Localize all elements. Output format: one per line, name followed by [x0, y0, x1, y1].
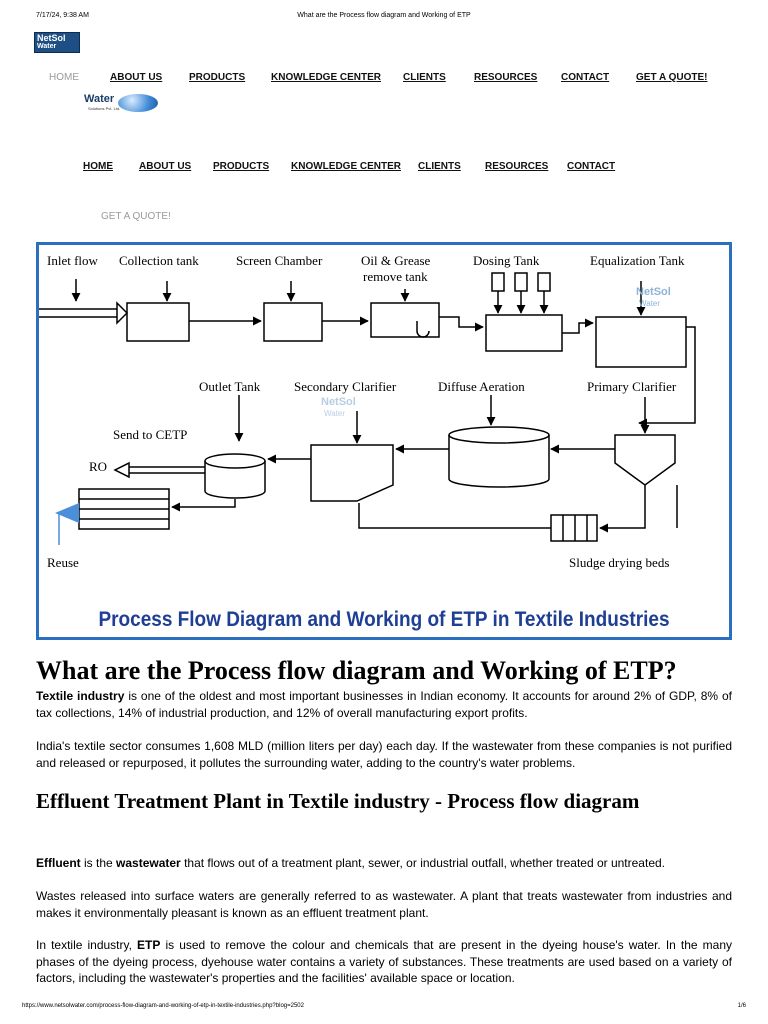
watermark-1b: Water: [639, 299, 660, 308]
p3-mid: is the: [80, 856, 117, 870]
bold-textile-industry: Textile industry: [36, 689, 125, 703]
print-url: https://www.netsolwater.com/process-flow…: [22, 1003, 304, 1009]
label-diffuse: Diffuse Aeration: [438, 379, 525, 394]
label-oil-1: Oil & Grease: [361, 253, 431, 268]
nav2-knowledge-center[interactable]: KNOWLEDGE CENTER: [291, 161, 401, 172]
netsol-logo[interactable]: NetSol Water: [34, 32, 80, 53]
logo-line1: NetSol: [37, 33, 66, 43]
article-paragraph-5: In textile industry, ETP is used to remo…: [36, 937, 732, 987]
label-ro: RO: [89, 459, 107, 474]
article-title: What are the Process flow diagram and Wo…: [36, 656, 677, 685]
reuse-arrow-icon: [55, 503, 79, 523]
p3-text: that flows out of a treatment plant, sew…: [180, 856, 665, 870]
label-primary: Primary Clarifier: [587, 379, 677, 394]
diagram-svg: NetSol Water NetSol Water Inlet flow Col…: [39, 253, 696, 631]
nav2-clients[interactable]: CLIENTS: [418, 161, 461, 172]
article-paragraph-1: Textile industry is one of the oldest an…: [36, 688, 732, 721]
watermark-2b: Water: [324, 409, 345, 418]
label-cetp: Send to CETP: [113, 427, 187, 442]
watermark-1: NetSol: [636, 286, 671, 298]
water-drop-icon: [118, 94, 158, 112]
dosing-tank-shape: [485, 314, 563, 352]
watermark-2: NetSol: [321, 396, 356, 408]
bold-etp: ETP: [137, 938, 161, 952]
print-title: What are the Process flow diagram and Wo…: [297, 12, 471, 19]
nav-home[interactable]: HOME: [49, 72, 79, 83]
label-outlet: Outlet Tank: [199, 379, 261, 394]
bold-wastewater: wastewater: [116, 856, 181, 870]
label-dosing: Dosing Tank: [473, 253, 540, 268]
nav2-resources[interactable]: RESOURCES: [485, 161, 549, 172]
label-reuse: Reuse: [47, 555, 79, 570]
nav-contact[interactable]: CONTACT: [561, 72, 610, 83]
label-collection: Collection tank: [119, 253, 199, 268]
logo-line2: Water: [37, 43, 57, 50]
nav-about-us[interactable]: ABOUT US: [110, 72, 163, 83]
oil-grease-tank-shape: [370, 302, 440, 338]
nav2-contact[interactable]: CONTACT: [567, 161, 616, 172]
diagram-caption: Process Flow Diagram and Working of ETP …: [98, 608, 669, 631]
nav2-home[interactable]: HOME: [83, 161, 113, 172]
label-secondary: Secondary Clarifier: [294, 379, 397, 394]
label-oil-2: remove tank: [363, 269, 428, 284]
print-page-number: 1/6: [737, 1003, 746, 1009]
p1-text: is one of the oldest and most important …: [36, 689, 732, 720]
article-paragraph-3: Effluent is the wastewater that flows ou…: [36, 855, 732, 872]
article-paragraph-2: India's textile sector consumes 1,608 ML…: [36, 739, 732, 770]
nav-clients[interactable]: CLIENTS: [403, 72, 446, 83]
nav-get-a-quote[interactable]: GET A QUOTE!: [636, 72, 708, 83]
p5-start: In textile industry,: [36, 938, 138, 952]
nav-products[interactable]: PRODUCTS: [189, 72, 246, 83]
label-inlet: Inlet flow: [47, 253, 99, 268]
nav2-about-us[interactable]: ABOUT US: [139, 161, 192, 172]
etp-process-diagram: NetSol Water NetSol Water Inlet flow Col…: [36, 242, 732, 640]
print-datetime: 7/17/24, 9:38 AM: [36, 12, 89, 19]
article-paragraph-4: Wastes released into surface waters are …: [36, 889, 732, 920]
label-sludge: Sludge drying beds: [569, 555, 669, 570]
water-logo[interactable]: Water Solutions Pvt. Ltd.: [84, 93, 160, 115]
logo-sub: Solutions Pvt. Ltd.: [88, 106, 121, 111]
label-equalization: Equalization Tank: [590, 253, 685, 268]
label-screen: Screen Chamber: [236, 253, 323, 268]
nav-resources[interactable]: RESOURCES: [474, 72, 538, 83]
nav2-get-a-quote[interactable]: GET A QUOTE!: [101, 211, 171, 222]
section-heading: Effluent Treatment Plant in Textile indu…: [36, 789, 640, 813]
equalization-tank-shape: [595, 316, 687, 368]
screen-chamber-shape: [263, 302, 323, 342]
collection-tank-shape: [126, 302, 190, 342]
bold-effluent: Effluent: [36, 856, 81, 870]
nav2-products[interactable]: PRODUCTS: [213, 161, 270, 172]
nav-knowledge-center[interactable]: KNOWLEDGE CENTER: [271, 72, 381, 83]
p5-text: is used to remove the colour and chemica…: [36, 938, 733, 985]
logo-brand: Water: [84, 93, 115, 105]
